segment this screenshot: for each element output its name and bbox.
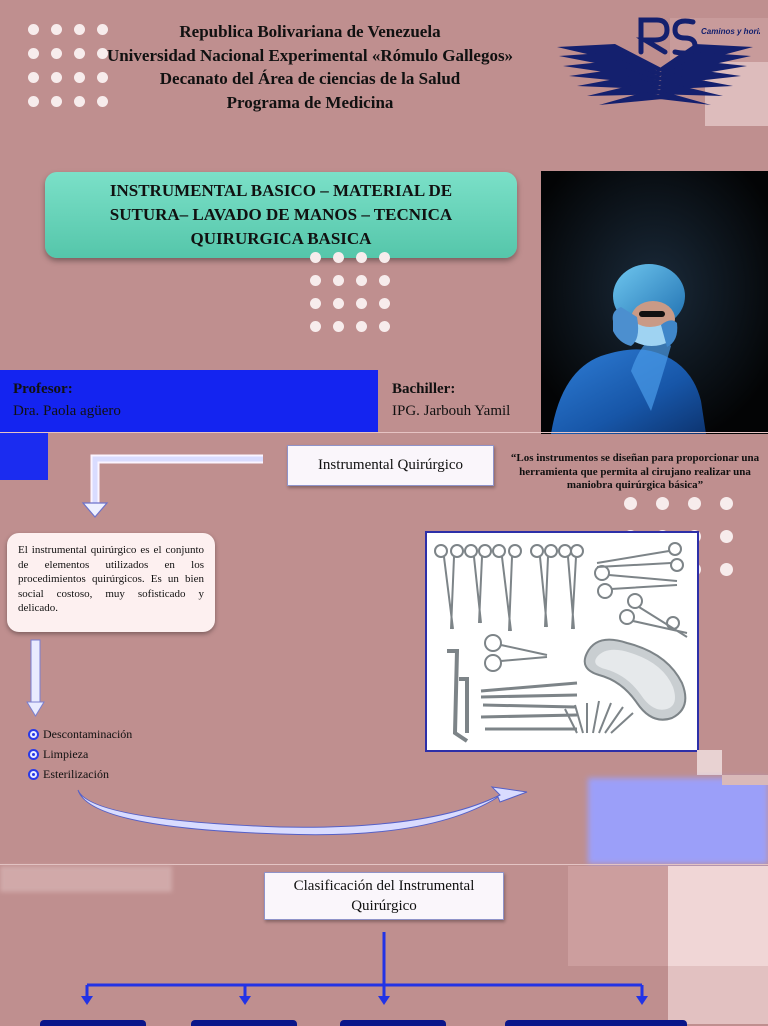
list-item: Limpieza [28,744,132,764]
decorative-blur [0,866,172,892]
category-box [191,1020,297,1026]
page-title: INSTRUMENTAL BASICO – MATERIAL DE SUTURA… [45,172,517,258]
divider [0,864,768,865]
header-line-3: Decanato del Área de ciencias de la Salu… [159,69,461,88]
logo-text: Caminos y horizontes [701,27,760,36]
professor-label: Profesor: [13,381,73,397]
header-line-2: Universidad Nacional Experimental «Rómul… [106,45,514,65]
student-label: Bachiller: [392,381,456,397]
dot-grid-decoration [28,24,108,107]
surgeon-photo [541,171,768,434]
dot-grid-decoration [310,252,390,332]
decorative-square [668,866,768,966]
process-list: Descontaminación Limpieza Esterilización [28,724,132,784]
university-logo-icon: Caminos y horizontes [557,17,768,105]
divider [0,432,768,433]
decorative-square [722,775,768,785]
circle-bullet-icon [28,768,39,780]
student-name: IPG. Jarbouh Yamil [392,403,511,419]
category-box [340,1020,446,1026]
instrumental-label-box: Instrumental Quirúrgico [287,445,494,486]
quote-text: “Los instrumentos se diseñan para propor… [510,452,760,491]
classification-label-box: Clasificación del Instrumental Quirúrgic… [264,872,504,920]
category-box [505,1020,687,1026]
decorative-square [0,433,48,480]
list-item: Descontaminación [28,724,132,744]
step-label: Limpieza [43,747,89,761]
header-line-1: Republica Bolivariana de Venezuela [179,22,441,41]
header-line-4: Programa de Medicina [226,92,394,112]
decorative-square [568,866,668,966]
step-label: Esterilización [43,767,109,781]
definition-box: El instrumental quirúrgico es el conjunt… [7,533,215,632]
professor-band [0,370,378,432]
instruments-illustration [427,533,697,750]
university-logo: Caminos y horizontes [555,12,768,132]
decorative-square [697,750,722,775]
category-box [40,1020,146,1026]
decorative-blur [588,778,768,864]
list-item: Esterilización [28,764,132,784]
institution-header: Republica Bolivariana de Venezuela Unive… [60,20,560,114]
circle-bullet-icon [28,748,39,760]
decorative-square [668,966,768,1024]
surgical-instruments-image [425,531,699,752]
step-label: Descontaminación [43,727,133,741]
circle-bullet-icon [28,728,39,740]
professor-name: Dra. Paola agüero [13,403,121,419]
surgeon-image [541,171,768,434]
